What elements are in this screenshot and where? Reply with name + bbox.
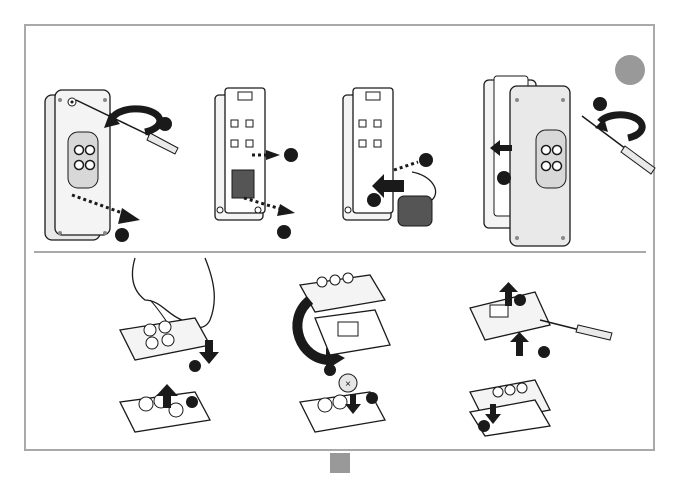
- step-dot: [419, 153, 433, 167]
- step-dot: [478, 420, 490, 432]
- screwdriver-icon: [540, 320, 612, 340]
- receiver-closed-figure: [45, 90, 110, 240]
- remote-top-figure: [300, 273, 385, 312]
- step-dot: [115, 228, 129, 242]
- step-dot: [324, 364, 336, 376]
- svg-text:×: ×: [345, 379, 351, 390]
- step-dot: [277, 225, 291, 239]
- battery-icon: [232, 170, 254, 198]
- receiver-closing-figure: [484, 76, 570, 246]
- coin-battery-icon: ×: [339, 374, 357, 392]
- receiver-open-figure: [215, 88, 265, 220]
- rotate-arrow-icon: [104, 109, 160, 132]
- step-dot: [497, 171, 511, 185]
- step-dot: [158, 117, 172, 131]
- remote-figure: [120, 318, 210, 360]
- step-dot: [367, 193, 381, 207]
- rotate-arrow-icon: [595, 115, 642, 138]
- step-dot: [514, 294, 526, 306]
- step-dot: [538, 346, 550, 358]
- step-dot: [593, 97, 607, 111]
- step-dot: [366, 392, 378, 404]
- step-dot: [186, 396, 198, 408]
- step-dot: [189, 360, 201, 372]
- step-dot: [284, 148, 298, 162]
- remote-open-figure: [120, 384, 210, 432]
